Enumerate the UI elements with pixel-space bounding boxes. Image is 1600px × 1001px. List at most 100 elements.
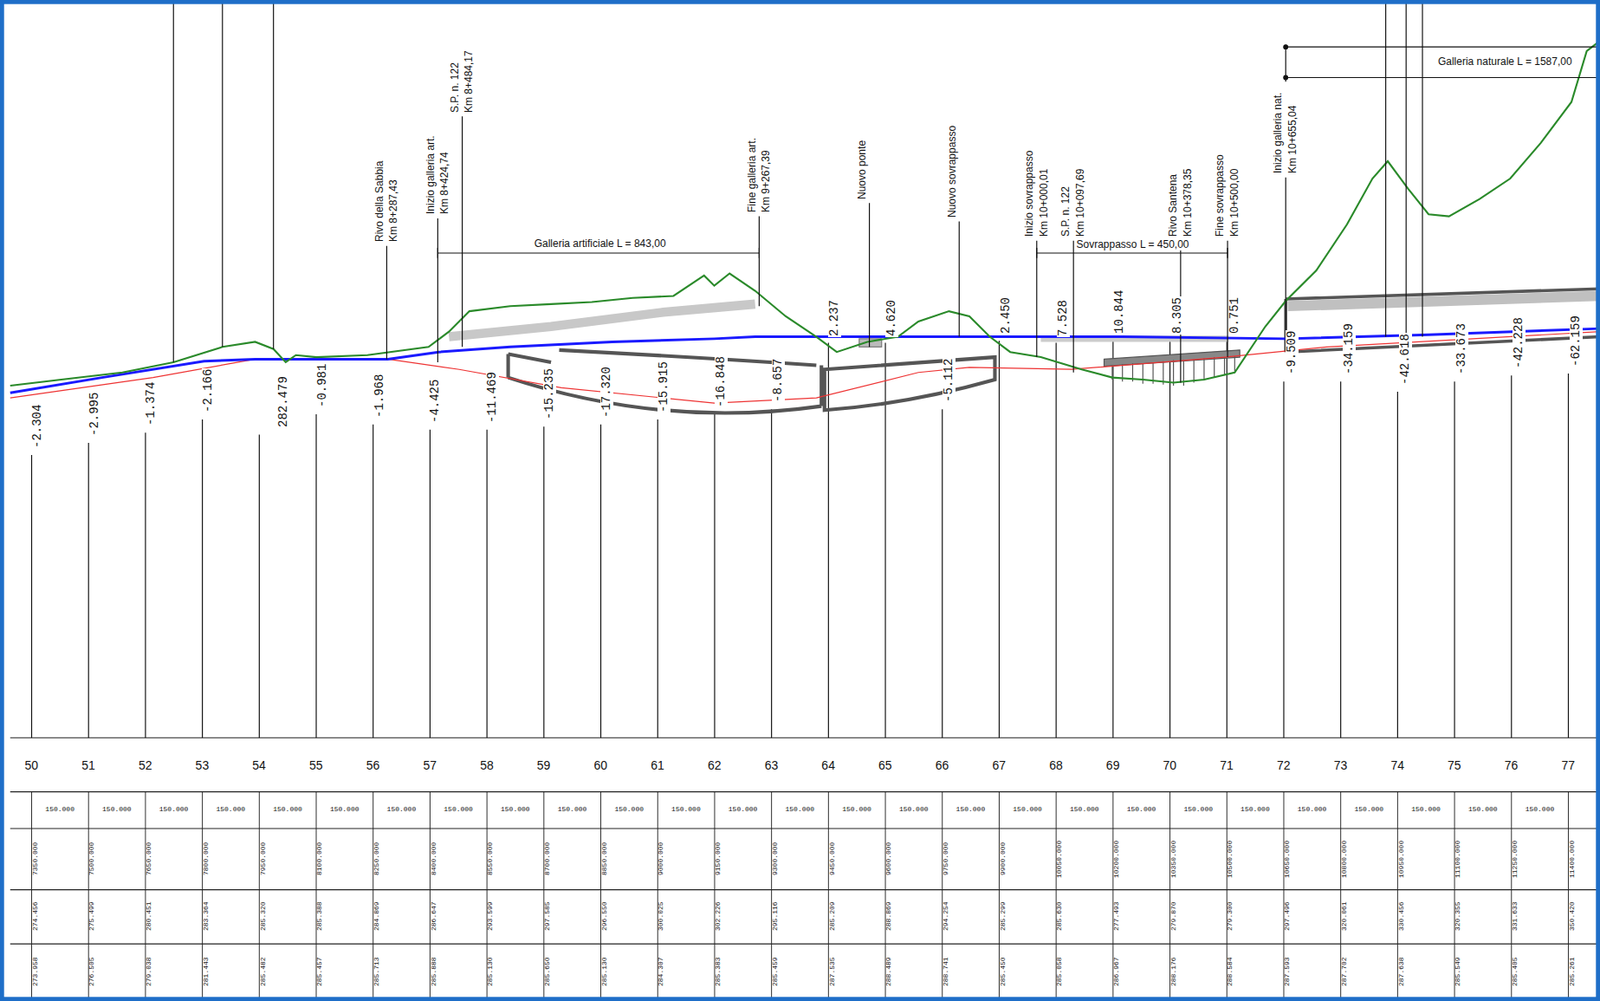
- overpass-piers: [1112, 356, 1235, 386]
- section-number: 69: [1106, 758, 1121, 772]
- station-label: Rivo Santena: [1167, 174, 1179, 237]
- section-value: -15.235: [543, 367, 557, 421]
- ground-elevation: 287.638: [1398, 956, 1406, 986]
- progressive-distance: 7500.000: [88, 842, 97, 875]
- ground-elevation: 285.650: [544, 956, 552, 986]
- progressive-distance: 11100.000: [1454, 840, 1463, 878]
- section-line: [88, 442, 90, 738]
- grade-elevation: 285.630: [1055, 901, 1064, 932]
- section-number: 71: [1219, 758, 1234, 772]
- progressive-distance: 10500.000: [1226, 840, 1235, 878]
- ground-elevation: 288.741: [942, 956, 951, 986]
- partial-distance: 150.000: [1525, 805, 1555, 814]
- cut-cover-gallery: [448, 304, 755, 337]
- section-line: [1226, 340, 1228, 738]
- grade-elevation: 330.456: [1398, 901, 1406, 932]
- progressive-distance: 10650.000: [1283, 840, 1292, 878]
- grade-elevation: 283.364: [202, 901, 211, 932]
- section-line: [429, 429, 431, 739]
- station-km: Km 8+484,17: [463, 50, 475, 113]
- station-label: Inizio galleria art.: [425, 136, 437, 215]
- progressive-distance: 8550.000: [486, 842, 495, 875]
- partial-distance: 150.000: [1468, 805, 1498, 814]
- section-number: 60: [594, 758, 609, 772]
- section-value: 4.620: [885, 298, 899, 337]
- partial-distance: 150.000: [330, 805, 360, 814]
- progressive-distance: 8100.000: [316, 842, 324, 875]
- station-leaders: [386, 116, 1286, 383]
- station-label: Nuovo sovrappasso: [946, 125, 959, 218]
- station-km: Km 10+500,00: [1229, 168, 1241, 237]
- section-value: -33.673: [1455, 322, 1469, 376]
- section-value: -34.159: [1342, 322, 1356, 376]
- section-line: [1340, 381, 1341, 738]
- section-value: 10.844: [1113, 289, 1127, 335]
- section-line: [770, 408, 772, 738]
- grade-elevation: 274.456: [32, 901, 40, 932]
- grade-elevation: 331.633: [1511, 901, 1520, 932]
- table-rows: [10, 737, 1600, 944]
- ground-elevation: 285.888: [430, 956, 439, 986]
- station-label: S.P. n. 122: [449, 62, 461, 113]
- section-line: [657, 419, 659, 738]
- ground-elevation: 279.038: [145, 956, 154, 986]
- structures: [448, 288, 1600, 413]
- section-number: 74: [1390, 758, 1405, 772]
- ground-elevation: 288.584: [1226, 956, 1235, 986]
- tunnel-outline: [1285, 288, 1600, 352]
- grade-elevation: 285.388: [316, 901, 324, 932]
- grade-elevation: 280.451: [145, 901, 154, 932]
- gallery-section: [824, 356, 996, 410]
- section-number: 61: [650, 758, 665, 772]
- grade-elevation: 300.025: [657, 901, 666, 932]
- section-line: [1169, 340, 1171, 738]
- partial-distance: 150.000: [1240, 805, 1270, 814]
- progressive-distance: 10800.000: [1340, 840, 1349, 878]
- ground-elevation: 288.489: [885, 956, 894, 986]
- section-line: [201, 419, 203, 738]
- section-line: [1112, 340, 1114, 738]
- ground-elevation: 285.459: [771, 956, 780, 986]
- ground-elevation: 285.261: [1568, 956, 1577, 986]
- progressive-distance: 10050.000: [1055, 840, 1064, 878]
- section-number: 62: [707, 758, 722, 772]
- partial-distance: 150.000: [215, 805, 246, 814]
- ground-elevation: 285.482: [259, 956, 268, 986]
- progressive-distance: 7650.000: [145, 842, 154, 875]
- section-value: 282.479: [277, 375, 291, 429]
- section-line: [259, 434, 260, 739]
- station-km: Km 10+097,69: [1075, 168, 1087, 237]
- progressive-distance: 9300.000: [771, 842, 780, 875]
- section-value: -2.304: [31, 403, 45, 449]
- ground-elevation: 285.383: [714, 956, 723, 986]
- section-value: 2.237: [828, 298, 842, 337]
- section-value: -5.112: [942, 357, 956, 403]
- grade-elevation: 275.499: [88, 901, 97, 932]
- station-km: Km 10+655,04: [1287, 105, 1299, 174]
- section-number: 56: [366, 758, 381, 772]
- partial-distance: 150.000: [899, 805, 929, 814]
- section-value: 7.528: [1056, 298, 1070, 337]
- grade-elevation: 277.493: [1113, 901, 1121, 932]
- ground-elevation: 285.130: [486, 956, 495, 986]
- section-line: [372, 424, 374, 738]
- partial-distance: 150.000: [1297, 805, 1328, 814]
- partial-distance: 150.000: [842, 805, 872, 814]
- partial-distance: 150.000: [1411, 805, 1441, 814]
- station-km: Km 10+000,01: [1038, 168, 1050, 237]
- section-number: 53: [195, 758, 210, 772]
- progressive-distance: 11400.000: [1568, 840, 1577, 878]
- grade-elevation: 294.254: [942, 901, 951, 932]
- station-km: Km 10+378,35: [1182, 168, 1194, 237]
- section-line: [828, 343, 830, 739]
- progressive-distance: 9900.000: [999, 842, 1008, 875]
- station-label: Rivo della Sabbia: [374, 161, 386, 242]
- partial-distance: 150.000: [671, 805, 701, 814]
- partial-distance: 150.000: [500, 805, 531, 814]
- station-km: Km 9+267,39: [760, 149, 772, 213]
- grade-elevation: 288.869: [885, 901, 894, 932]
- section-value: -16.848: [714, 355, 728, 409]
- partial-distance: 150.000: [1127, 805, 1157, 814]
